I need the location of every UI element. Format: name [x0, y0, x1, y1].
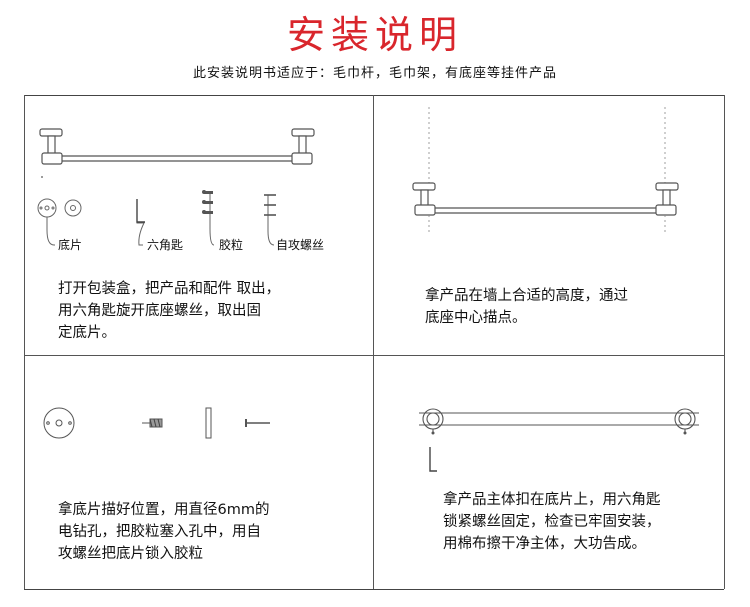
step-1-text-line: 打开包装盒，把产品和配件 取出， [58, 281, 281, 297]
towel-bar-installed-icon [419, 408, 699, 435]
step-2-text-line: 底座中心描点。 [425, 310, 527, 326]
self-tapping-screws-icon [264, 194, 276, 216]
step-4-panel: 拿产品主体扣在底片上，用六角匙 锁紧螺丝固定，检查已牢固安装， 用棉布擦干净主体… [373, 355, 724, 588]
step-2-text-line: 拿产品在墙上合适的高度，通过 [425, 288, 628, 304]
part-label-anchor-plug: 胶粒 [219, 238, 244, 252]
instruction-grid [24, 95, 724, 590]
step-1-panel: 底片 六角匙 胶粒 自攻螺丝 打开包装盒，把产品和配件 取出， 用六角匙旋开底座… [24, 95, 373, 355]
part-label-base-plate: 底片 [58, 238, 83, 252]
hex-key-tighten-icon [429, 447, 437, 472]
grid-divider-vertical [373, 95, 374, 589]
grid-border-left [24, 95, 25, 589]
step-4-text-line: 用棉布擦干净主体，大功告成。 [443, 536, 646, 552]
towel-bar-product-icon [39, 128, 315, 178]
anchor-plugs-icon [202, 190, 213, 214]
wall-section-icon [205, 407, 212, 439]
base-plate-mount-icon [43, 407, 75, 439]
grid-border-right [724, 95, 725, 589]
screw-with-plug-icon [142, 418, 163, 428]
step-3-text-line: 电钻孔，把胶粒塞入孔中，用自 [58, 524, 261, 540]
step-4-text-line: 锁紧螺丝固定，检查已牢固安装， [443, 514, 661, 530]
part-label-self-tapping-screw: 自攻螺丝 [276, 238, 325, 252]
page-subtitle: 此安装说明书适应于：毛巾杆，毛巾架，有底座等挂件产品 [192, 66, 557, 81]
step-4-text-line: 拿产品主体扣在底片上，用六角匙 [443, 492, 661, 508]
step-3-text-line: 拿底片描好位置，用直径6mm的 [58, 502, 270, 518]
step-2-panel: 拿产品在墙上合适的高度，通过 底座中心描点。 [373, 95, 724, 355]
screw-icon [245, 419, 270, 427]
base-plate-icon [37, 191, 275, 246]
step-1-text-line: 用六角匙旋开底座螺丝，取出固 [58, 303, 261, 319]
page-title: 安装说明 [286, 13, 463, 57]
step-3-panel: 拿底片描好位置，用直径6mm的 电钻孔，把胶粒塞入孔中，用自 攻螺丝把底片锁入胶… [24, 355, 373, 588]
grid-divider-horizontal [24, 355, 724, 356]
step-1-text-line: 定底片。 [58, 325, 116, 341]
hex-key-icon [136, 199, 145, 223]
part-label-hex-key: 六角匙 [147, 238, 184, 252]
towel-bar-wall-mark-icon [412, 107, 679, 235]
step-3-text-line: 攻螺丝把底片锁入胶粒 [58, 546, 203, 562]
